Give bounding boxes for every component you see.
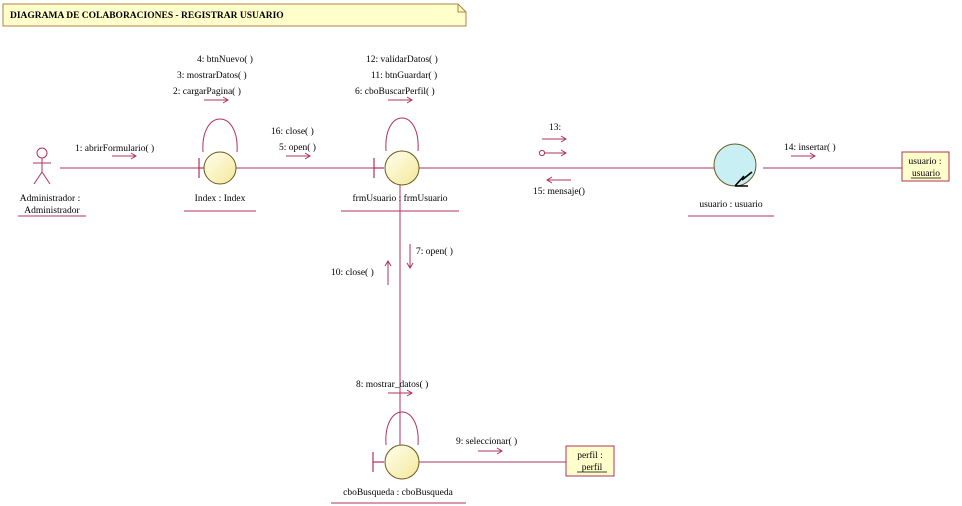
msg-7-label: 7: open( ) [416,246,453,257]
actor-label-line1: Administrador : [20,194,80,204]
index-label: Index : Index [195,194,246,204]
msg-13-label: 13: [549,123,561,133]
actor-icon [33,147,51,185]
msg-9-label: 9: seleccionar( ) [456,436,517,447]
self-link-index [202,118,238,153]
msg-10-label: 10: close( ) [331,267,374,278]
object-usuario-control[interactable]: usuario : usuario [688,143,774,217]
boundary-icon [198,151,237,185]
msg-3-label: 3: mostrarDatos( ) [177,70,247,81]
msg-6-label: 6: cboBuscarPerfil( ) [355,86,435,97]
object-frmusuario[interactable]: frmUsuario : frmUsuario [341,117,459,212]
message-arrows [112,96,816,455]
actor-administrador: Administrador : Administrador [18,147,86,217]
usuario-table-line2: usuario [912,169,940,179]
diagram-title: DIAGRAMA DE COLABORACIONES - REGISTRAR U… [10,11,284,21]
links [60,167,902,463]
arrow-msg-13a [542,135,567,143]
msg-5-label: 5: open( ) [279,142,316,153]
msg-8-label: 8: mostrar_datos( ) [356,379,428,390]
arrow-msg-15 [546,176,571,184]
usuario-table-line1: usuario : [909,157,942,167]
msg-15-label: 15: mensaje() [533,186,585,197]
control-icon [713,143,757,187]
arrow-msg-9 [478,447,503,455]
msg-11-label: 11: btnGuardar( ) [371,70,437,81]
object-perfil[interactable]: perfil : perfil [565,445,615,477]
arrow-msg-13b [545,149,567,157]
msg-2-label: 2: cargarPagina( ) [173,86,241,97]
object-index[interactable]: Index : Index [184,118,256,212]
cbo-label: cboBusqueda : cboBusqueda [343,488,454,498]
message-labels: 1: abrirFormulario( ) 4: btnNuevo( ) 3: … [75,54,836,447]
msg-16-label: 16: close( ) [271,126,314,137]
arrow-msg-1 [112,152,137,160]
msg-14-label: 14: insertar( ) [784,142,836,153]
msg-4-label: 4: btnNuevo( ) [197,54,253,65]
arrow-msg-14 [791,152,816,160]
self-link-frm [385,117,419,152]
actor-label-line2: Administrador [24,206,80,216]
arrow-index-self [204,96,229,104]
arrow-msg-7 [406,244,414,269]
diagram-title-note: DIAGRAMA DE COLABORACIONES - REGISTRAR U… [2,3,467,27]
self-link-cbo [385,411,419,446]
perfil-line2: perfil [582,462,603,473]
arrow-msg-10 [384,260,392,285]
object-usuario-table[interactable]: usuario : usuario [901,151,950,182]
frm-label: frmUsuario : frmUsuario [353,193,448,204]
arrow-msg-16-5 [286,152,311,160]
boundary-icon [372,444,420,480]
arrow-frm-self [388,96,413,104]
msg-12-label: 12: validarDatos( ) [366,54,438,65]
arrow-msg-8 [388,389,413,397]
msg-1-label: 1: abrirFormulario( ) [75,143,154,154]
perfil-line1: perfil : [577,450,603,461]
boundary-icon [373,150,420,186]
usuario-control-label: usuario : usuario [699,200,763,210]
object-cbobusqueda[interactable]: cboBusqueda : cboBusqueda [331,411,466,504]
